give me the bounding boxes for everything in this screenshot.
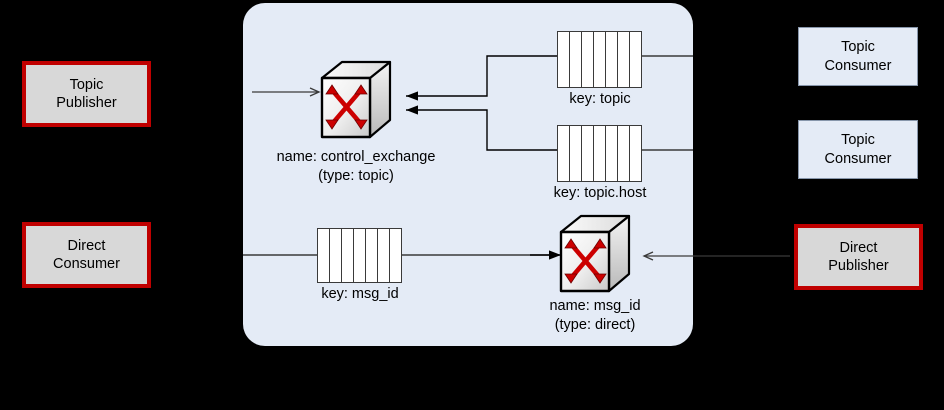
- queue-cell: [606, 32, 618, 87]
- topic-consumer-node-1[interactable]: Topic Consumer: [798, 27, 918, 86]
- msg-id-exchange-type: (type: direct): [554, 316, 636, 333]
- topic-publisher-label-line2: Publisher: [56, 95, 117, 111]
- queue-cell: [594, 32, 606, 87]
- msg-id-exchange-name: name: msg_id: [549, 298, 641, 314]
- queue-cell: [582, 32, 594, 87]
- direct-publisher-node[interactable]: Direct Publisher: [794, 224, 923, 290]
- topic-consumer-1-label-line1: Topic: [841, 39, 875, 56]
- queue-cell: [570, 126, 582, 181]
- topic-publisher-node[interactable]: Topic Publisher: [22, 61, 151, 127]
- control-exchange-icon-wrapper[interactable]: [317, 58, 395, 144]
- queue-cell: [606, 126, 618, 181]
- direct-consumer-label-line1: Direct: [67, 237, 106, 254]
- queue-cell: [366, 229, 378, 282]
- queue-cell: [618, 126, 630, 181]
- queue-cell: [378, 229, 390, 282]
- queue-topic[interactable]: [557, 31, 642, 88]
- topic-consumer-2-label-line2: Consumer: [824, 150, 892, 167]
- queue-cell: [342, 229, 354, 282]
- direct-publisher-label-line2: Publisher: [828, 258, 889, 274]
- direct-consumer-node[interactable]: Direct Consumer: [22, 222, 151, 288]
- topic-consumer-2-label-line1: Topic: [841, 132, 875, 149]
- msg-id-exchange-caption: name: msg_id (type: direct): [492, 297, 698, 335]
- queue-cell: [330, 229, 342, 282]
- queue-cell: [618, 32, 630, 87]
- queue-cell: [390, 229, 401, 282]
- queue-topic-label: key: topic: [569, 91, 631, 107]
- queue-cell: [558, 32, 570, 87]
- direct-publisher-label-line1: Direct: [839, 239, 878, 256]
- queue-cell: [630, 32, 641, 87]
- queue-msg-id-label: key: msg_id: [321, 286, 399, 302]
- queue-cell: [354, 229, 366, 282]
- queue-topic-host[interactable]: [557, 125, 642, 182]
- queue-topic-host-label: key: topic.host: [553, 185, 647, 201]
- queue-cell: [630, 126, 641, 181]
- queue-cell: [318, 229, 330, 282]
- control-exchange-caption: name: control_exchange (type: topic): [253, 148, 459, 186]
- topic-consumer-1-label-line2: Consumer: [824, 57, 892, 74]
- control-exchange-name: name: control_exchange: [276, 149, 436, 165]
- exchange-switch-icon: [320, 60, 392, 139]
- queue-cell: [594, 126, 606, 181]
- queue-cell: [570, 32, 582, 87]
- topic-consumer-node-2[interactable]: Topic Consumer: [798, 120, 918, 179]
- topic-publisher-label-line1: Topic: [69, 76, 104, 93]
- queue-msg-id[interactable]: [317, 228, 402, 283]
- msg-id-exchange-icon-wrapper[interactable]: [556, 212, 634, 298]
- queue-cell: [582, 126, 594, 181]
- queue-cell: [558, 126, 570, 181]
- control-exchange-type: (type: topic): [318, 167, 394, 184]
- exchange-switch-icon: [559, 214, 631, 293]
- direct-consumer-label-line2: Consumer: [53, 256, 120, 272]
